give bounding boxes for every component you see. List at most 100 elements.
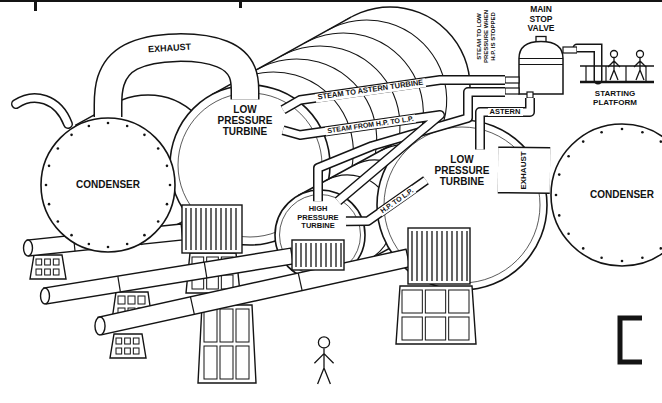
valve-band xyxy=(519,58,563,59)
shaft-end xyxy=(95,317,105,335)
pedestal-window xyxy=(53,259,59,265)
housing-slat xyxy=(340,243,341,267)
rivet xyxy=(70,234,73,237)
shaft-end xyxy=(41,288,50,304)
housing-slat xyxy=(411,231,412,281)
rail-post xyxy=(625,66,626,82)
housing-slat xyxy=(325,243,326,267)
pedestal-window xyxy=(138,296,145,304)
valve-stub xyxy=(505,88,519,94)
rivet xyxy=(659,247,662,250)
stop-valve: MAIN STOP VALVE xyxy=(505,2,577,98)
rivet xyxy=(70,134,73,137)
rivet xyxy=(57,220,60,223)
note-holder: STEAM TO LOW PRESSURE WHEN H.P. IS STOPP… xyxy=(476,4,497,68)
housing-slat xyxy=(300,243,301,267)
rivet xyxy=(143,234,146,237)
rivet xyxy=(558,173,561,176)
pedestal-window xyxy=(236,346,249,379)
rivet xyxy=(567,155,570,158)
rivet xyxy=(166,203,169,206)
pedestal-window xyxy=(449,290,469,313)
pedestal-window xyxy=(45,259,51,265)
pedestal-window xyxy=(204,346,217,379)
platform-floor xyxy=(580,81,654,84)
housing-box xyxy=(292,240,344,270)
rail-post xyxy=(645,66,646,82)
housing-slat xyxy=(190,208,191,250)
shaft-collar xyxy=(204,262,207,278)
housing-slat xyxy=(225,208,226,250)
shaft-collar xyxy=(118,276,121,292)
pedestal-window xyxy=(125,338,131,344)
housing-slat xyxy=(210,208,211,250)
rivet xyxy=(621,260,624,263)
housing-slat xyxy=(441,231,442,281)
housing-slat xyxy=(200,208,201,250)
rivet xyxy=(57,147,60,150)
pipe-outline xyxy=(480,98,530,150)
part-label: LOW PRESSURE TURBINE xyxy=(210,104,280,137)
rivet xyxy=(659,140,662,143)
housing-box xyxy=(408,228,470,284)
condenser-end: CONDENSER xyxy=(40,117,176,253)
rivet xyxy=(600,256,603,259)
rivet xyxy=(641,131,644,134)
rivet xyxy=(126,125,129,128)
pedestal-window xyxy=(425,317,445,340)
housing-slat xyxy=(185,208,186,250)
bearing-housing xyxy=(292,240,344,270)
pedestal-body xyxy=(396,286,476,344)
pedestal-window xyxy=(220,346,233,379)
housing-slat xyxy=(195,208,196,250)
rivet xyxy=(157,147,160,150)
part-label: MAIN STOP VALVE xyxy=(518,5,564,34)
rail-post xyxy=(605,66,606,82)
figure-head xyxy=(637,51,644,58)
condenser-face xyxy=(551,124,662,266)
housing-slat xyxy=(315,243,316,267)
pipe-fill xyxy=(480,98,530,150)
valve-stub xyxy=(527,92,533,98)
rivet xyxy=(107,122,110,125)
pipe-outline xyxy=(346,180,426,221)
figure-head xyxy=(611,51,618,58)
pipe-label-holder: ASTERN xyxy=(488,108,523,117)
bearing-housing xyxy=(408,228,470,284)
figure-body xyxy=(314,349,333,384)
housing-slat xyxy=(230,208,231,250)
housing-slat xyxy=(416,231,417,281)
shaft-collar xyxy=(298,273,302,291)
pipe-fill xyxy=(346,180,426,221)
bearing-housing xyxy=(182,205,242,253)
pedestal xyxy=(396,286,476,344)
pipe-fill xyxy=(108,48,245,117)
housing-slat xyxy=(461,231,462,281)
rail-post xyxy=(585,66,586,82)
pedestal-window xyxy=(116,338,122,344)
figure-body xyxy=(608,58,620,80)
engineer-figure xyxy=(314,337,333,384)
housing-slat xyxy=(436,231,437,281)
pedestal-window xyxy=(220,309,233,342)
condenser-face xyxy=(41,118,175,252)
pedestal-window xyxy=(45,269,51,275)
housing-slat xyxy=(215,208,216,250)
pedestal-window xyxy=(53,269,59,275)
pipe-outline xyxy=(108,48,245,117)
housing-slat xyxy=(305,243,306,267)
rivet xyxy=(88,243,91,246)
bracket xyxy=(620,318,642,362)
rivet xyxy=(48,165,51,168)
rivet xyxy=(558,214,561,217)
pedestal-window xyxy=(425,290,445,313)
pedestal-window xyxy=(402,290,422,313)
engineer-figure xyxy=(608,51,620,81)
pedestal-window xyxy=(449,317,469,340)
valve-band xyxy=(519,64,563,65)
platform-rail xyxy=(580,65,654,66)
housing-slat xyxy=(431,231,432,281)
rivet xyxy=(88,125,91,128)
pedestal-window xyxy=(204,309,217,342)
